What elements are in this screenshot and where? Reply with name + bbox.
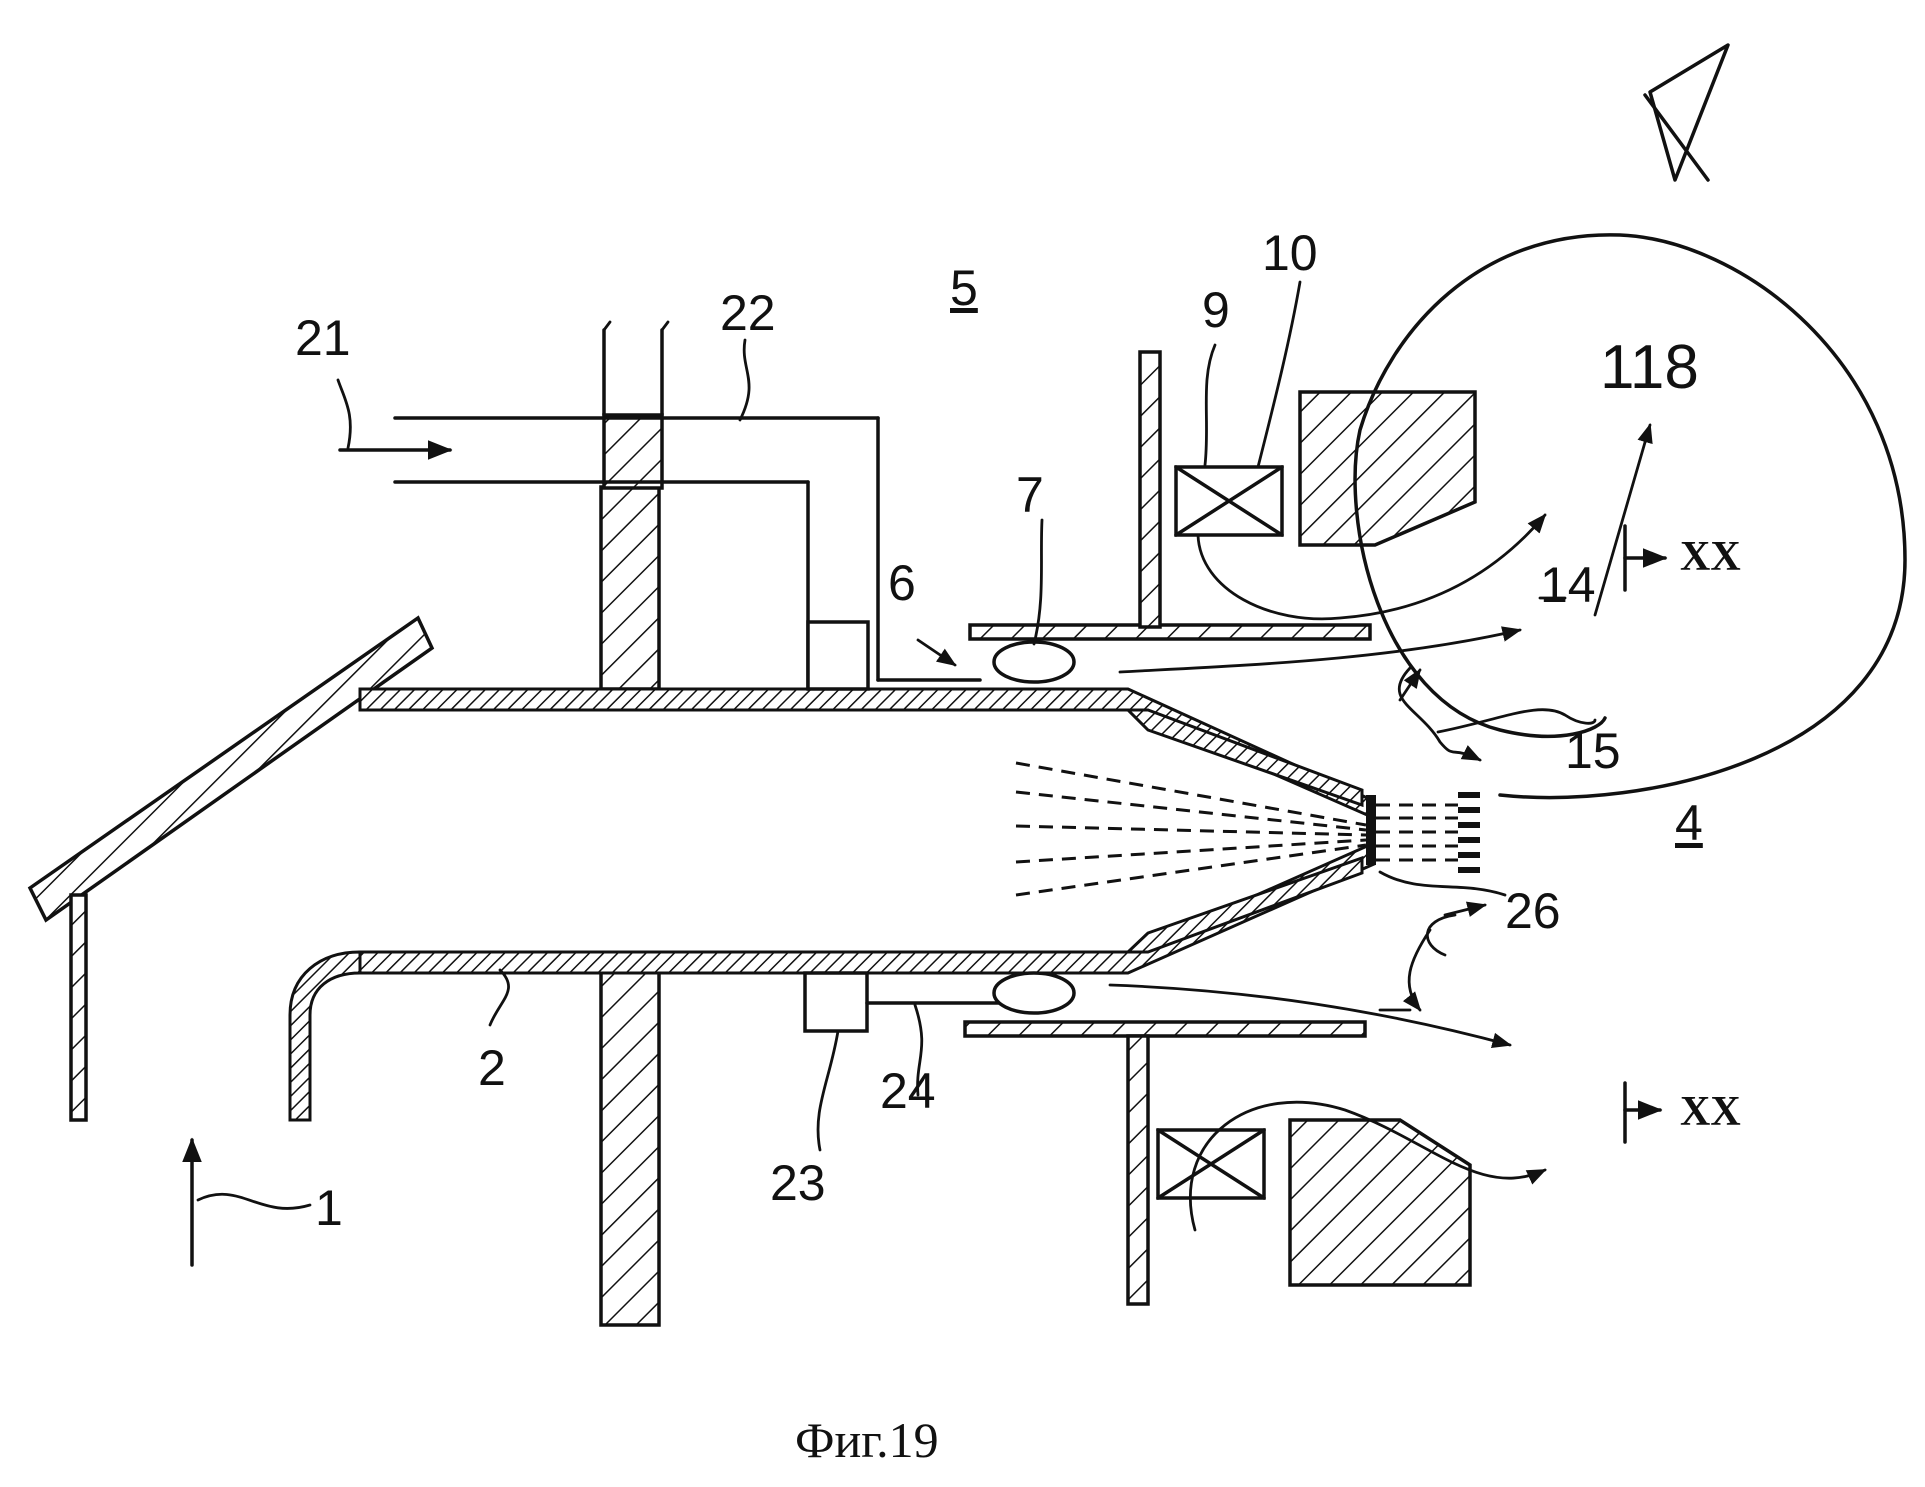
section-markers [1623, 524, 1668, 1144]
label-26: 26 [1505, 883, 1561, 939]
label-118: 118 [1600, 333, 1699, 402]
label-9: 9 [1202, 282, 1230, 338]
vertical-wall-left [599, 320, 670, 1327]
label-21: 21 [295, 310, 351, 366]
lower-duct [803, 971, 1002, 1033]
label-22: 22 [720, 285, 776, 341]
label-10: 10 [1262, 225, 1318, 281]
label-15: 15 [1565, 723, 1621, 779]
spray-dashes [1015, 761, 1480, 897]
nozzle-cone [1124, 708, 1376, 954]
label-24: 24 [880, 1063, 936, 1119]
section-label-bottom: XX [1680, 1089, 1741, 1135]
view-arrow [1643, 43, 1730, 182]
detail-circle [1353, 233, 1907, 800]
flow-arrows [182, 423, 1653, 1267]
seal-rings [992, 640, 1076, 1015]
label-2: 2 [478, 1040, 506, 1096]
label-5: 5 [950, 260, 978, 316]
leader-lines [488, 280, 1597, 1152]
label-1: 1 [315, 1180, 343, 1236]
supply-duct [336, 378, 982, 691]
label-7: 7 [1016, 467, 1044, 523]
section-label-top: XX [1680, 534, 1741, 580]
liner-plates [963, 350, 1372, 1306]
label-23: 23 [770, 1155, 826, 1211]
label-4: 4 [1675, 795, 1703, 851]
label-6: 6 [888, 555, 916, 611]
inclined-plate [27, 615, 435, 1122]
swirlers [1156, 390, 1477, 1287]
label-14: 14 [1540, 557, 1596, 613]
figure-caption: Фиг.19 [795, 1412, 939, 1468]
